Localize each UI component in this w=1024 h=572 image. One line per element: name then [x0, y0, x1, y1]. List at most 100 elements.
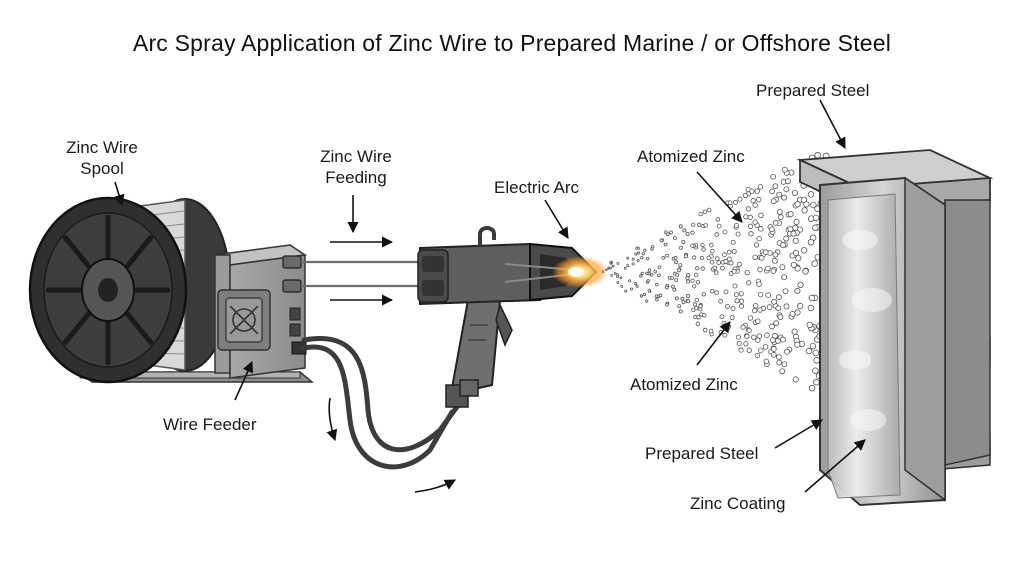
zinc-droplet	[678, 263, 683, 268]
zinc-droplet	[750, 198, 756, 204]
zinc-droplet	[783, 186, 790, 193]
zinc-droplet	[716, 223, 722, 229]
zinc-droplet	[646, 279, 650, 283]
zinc-droplet	[634, 282, 638, 286]
zinc-droplet	[715, 216, 721, 222]
zinc-droplet	[733, 199, 739, 205]
label-zinc-wire-spool-line1: Zinc Wire	[66, 138, 138, 157]
zinc-droplet	[696, 222, 702, 227]
zinc-droplet	[756, 281, 762, 287]
zinc-droplet	[756, 196, 762, 203]
zinc-droplet	[609, 260, 612, 264]
zinc-droplet	[729, 315, 735, 321]
zinc-droplet	[780, 336, 786, 343]
zinc-droplet	[710, 248, 715, 254]
zinc-droplet	[714, 232, 720, 237]
zinc-droplet	[655, 282, 659, 287]
zinc-droplet	[719, 314, 725, 320]
zinc-droplet	[812, 367, 819, 374]
zinc-droplet	[644, 299, 649, 303]
zinc-droplet	[695, 321, 700, 326]
zinc-droplet	[810, 201, 817, 209]
zinc-droplet	[661, 255, 666, 260]
zinc-droplet	[811, 260, 818, 267]
zinc-droplet	[616, 262, 620, 265]
zinc-droplet	[733, 223, 740, 229]
zinc-droplet	[624, 289, 628, 293]
zinc-droplet	[683, 254, 688, 259]
arc-spray-gun	[417, 226, 608, 408]
zinc-droplet	[682, 228, 687, 233]
zinc-droplet	[794, 309, 801, 316]
zinc-droplet	[776, 191, 783, 198]
zinc-droplet	[619, 276, 623, 280]
prepared-steel-beam	[796, 149, 994, 507]
zinc-droplet	[777, 314, 784, 320]
zinc-droplet	[732, 283, 738, 289]
zinc-droplet	[718, 298, 723, 304]
zinc-droplet	[777, 214, 784, 221]
zinc-droplet	[737, 196, 743, 202]
zinc-droplet	[792, 224, 799, 231]
zinc-droplet	[640, 271, 644, 275]
zinc-droplet	[685, 294, 691, 299]
zinc-droplet	[716, 260, 722, 265]
zinc-droplet	[801, 207, 808, 214]
zinc-droplet	[757, 291, 764, 298]
zinc-droplet	[746, 327, 752, 333]
zinc-droplet	[743, 341, 749, 347]
zinc-droplet	[758, 212, 764, 219]
zinc-droplet	[659, 238, 664, 243]
zinc-droplet	[791, 328, 798, 335]
zinc-droplet	[692, 302, 698, 307]
zinc-droplet	[771, 298, 777, 305]
label-prepared-steel-top: Prepared Steel	[756, 81, 870, 100]
zinc-droplet	[702, 209, 708, 214]
zinc-droplet	[807, 238, 815, 246]
zinc-droplet	[734, 298, 740, 304]
zinc-droplet	[722, 229, 728, 235]
zinc-droplet	[695, 280, 701, 285]
zinc-droplet	[642, 292, 647, 297]
zinc-droplet	[781, 194, 787, 201]
zinc-droplet	[730, 239, 736, 245]
zinc-droplet	[609, 266, 612, 270]
zinc-droplet	[795, 255, 802, 262]
zinc-droplet	[812, 214, 820, 222]
zinc-droplet	[772, 332, 778, 339]
zinc-droplet	[672, 287, 677, 292]
zinc-droplet	[727, 200, 733, 206]
zinc-droplet	[736, 261, 742, 267]
zinc-droplet	[631, 257, 635, 261]
zinc-droplet	[794, 287, 801, 294]
zinc-droplet	[702, 327, 708, 333]
zinc-droplet	[770, 352, 777, 358]
zinc-droplet	[690, 243, 695, 248]
zinc-droplet	[730, 305, 736, 311]
zinc-droplet	[685, 231, 690, 237]
zinc-droplet	[636, 258, 640, 263]
zinc-droplet	[806, 321, 813, 329]
zinc-droplet	[694, 297, 700, 303]
zinc-droplet	[643, 248, 647, 252]
zinc-droplet	[805, 347, 813, 355]
zinc-droplet	[756, 235, 762, 242]
zinc-droplet	[772, 220, 779, 226]
zinc-droplet	[691, 222, 696, 227]
zinc-droplet	[700, 266, 705, 271]
zinc-droplet	[797, 281, 804, 289]
zinc-droplet	[701, 292, 706, 297]
zinc-droplet	[725, 303, 730, 309]
zinc-droplet	[748, 231, 754, 237]
zinc-droplet	[658, 293, 663, 298]
zinc-droplet	[669, 230, 673, 235]
zinc-droplet	[763, 249, 769, 255]
zinc-droplet	[769, 188, 775, 195]
zinc-droplet	[641, 252, 645, 256]
zinc-droplet	[720, 265, 725, 271]
zinc-droplet	[665, 232, 670, 237]
zinc-droplet	[792, 250, 800, 257]
zinc-droplet	[645, 271, 649, 275]
